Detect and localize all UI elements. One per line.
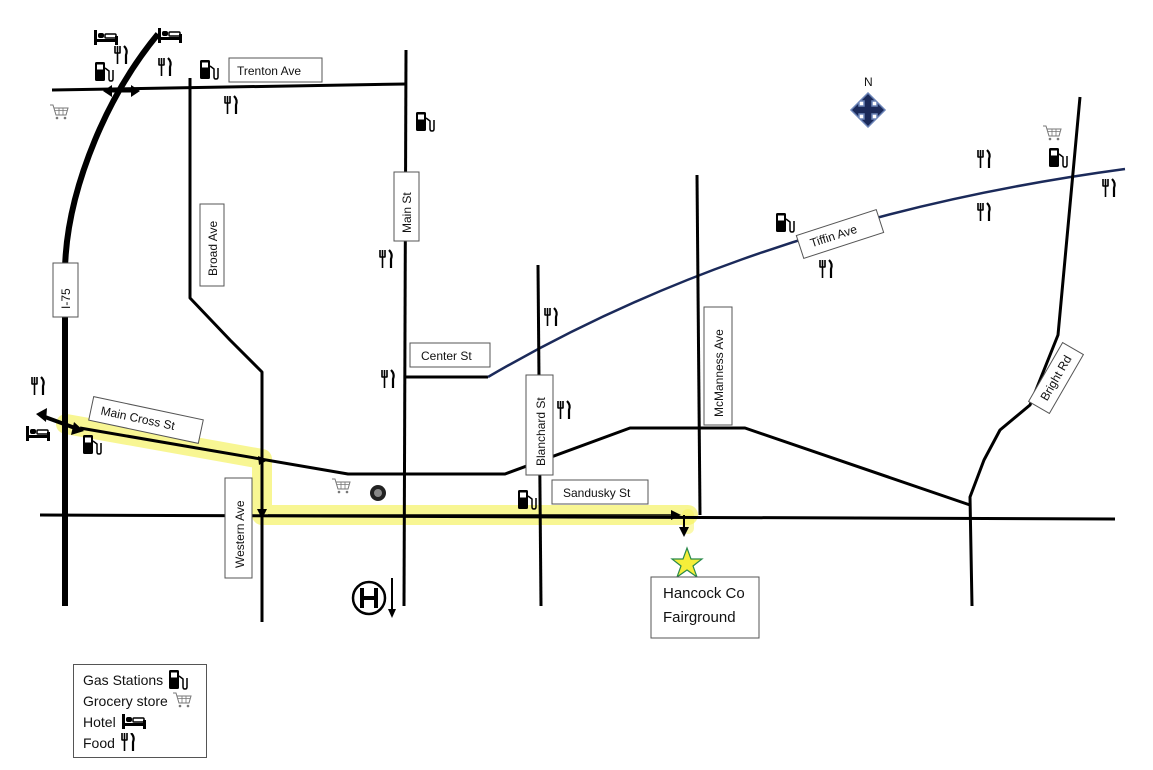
legend-row-grocery: Grocery store (83, 690, 206, 711)
road-bright-rd (968, 96, 1082, 607)
food-icon (157, 56, 172, 78)
hospital-icon (351, 580, 387, 616)
destination-marker: Hancock Co Fairground (650, 546, 760, 639)
hotel-icon (157, 27, 183, 44)
food-icon (1101, 177, 1116, 199)
legend-hotel-label: Hotel (83, 713, 116, 730)
road-mcmanness-ave (695, 174, 702, 516)
food-icon (380, 368, 395, 390)
label-center-st: Center St (421, 349, 472, 363)
legend-row-food: Food (83, 732, 206, 753)
gas-icon (415, 111, 435, 132)
food-icon (120, 733, 135, 752)
gas-station-icons (82, 59, 1068, 510)
road-broad-ave (188, 78, 264, 622)
legend-gas-label: Gas Stations (83, 671, 164, 688)
gas-icon (94, 61, 114, 82)
compass-rose-icon: N (849, 75, 887, 129)
cart-icon (1042, 125, 1062, 141)
food-icon (113, 44, 128, 66)
food-icon (378, 248, 393, 270)
destination-line-2: Fairground (663, 609, 736, 626)
food-icon (818, 258, 833, 280)
label-trenton-ave: Trenton Ave (237, 64, 301, 78)
food-icon (976, 201, 991, 223)
gas-icon (1048, 147, 1068, 168)
route-arrows (257, 456, 689, 618)
food-icon (556, 399, 571, 421)
road-labels: Trenton Ave Broad Ave Main St I-75 Cente… (52, 57, 1085, 579)
cart-icon (172, 692, 192, 708)
label-western-ave: Western Ave (233, 500, 247, 568)
double-arrows (36, 85, 140, 435)
hotel-icon (120, 713, 147, 730)
legend-food-label: Food (83, 734, 115, 751)
road-sandusky-st (39, 513, 1116, 521)
cart-icon (49, 104, 69, 120)
food-icons (30, 44, 1116, 421)
hotel-icon (25, 425, 51, 442)
road-main-cross-st (79, 426, 971, 507)
legend-row-hotel: Hotel (83, 711, 206, 732)
road-tiffin-ave (487, 167, 1126, 379)
gas-icon (775, 212, 795, 233)
gas-icon (168, 669, 188, 690)
gas-icon (199, 59, 219, 80)
road-trenton-ave (51, 82, 407, 92)
svg-text:N: N (864, 75, 873, 89)
label-sandusky-st: Sandusky St (563, 486, 631, 500)
star-icon (670, 546, 704, 579)
food-icon (976, 148, 991, 170)
hotel-icon (93, 29, 119, 46)
grocery-icons (49, 104, 1062, 494)
label-mcmanness-ave: McManness Ave (712, 329, 726, 417)
road-i75 (62, 32, 161, 606)
food-icon (223, 94, 238, 116)
map-legend: Gas Stations Grocery store Hotel Food (73, 664, 207, 758)
food-icon (30, 375, 45, 397)
label-main-st: Main St (400, 192, 414, 233)
destination-line-1: Hancock Co (663, 585, 745, 602)
food-icon (543, 306, 558, 328)
label-blanchard-st: Blanchard St (534, 397, 548, 466)
label-broad-ave: Broad Ave (206, 221, 220, 276)
road-main-st (402, 49, 408, 607)
label-i75: I-75 (59, 288, 73, 309)
legend-grocery-label: Grocery store (83, 692, 168, 709)
badge-icon (370, 485, 386, 501)
road-network (39, 32, 1126, 622)
legend-row-gas: Gas Stations (83, 669, 206, 690)
cart-icon (331, 478, 351, 494)
